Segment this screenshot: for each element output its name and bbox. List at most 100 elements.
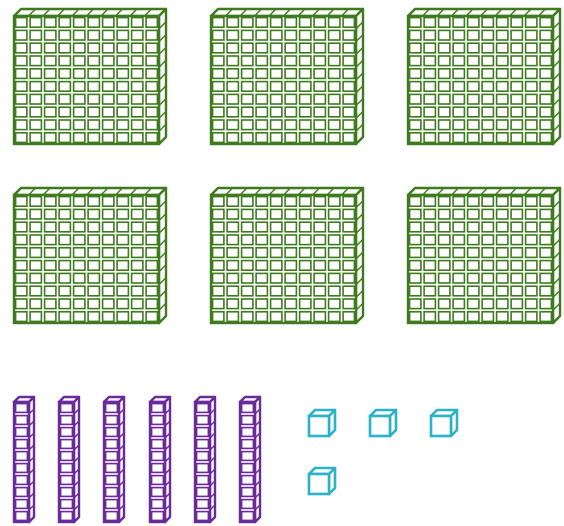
unit-cell xyxy=(540,18,551,28)
unit-cell xyxy=(468,18,479,28)
unit-cell xyxy=(152,416,164,425)
unit-cell xyxy=(213,120,224,130)
unit-cell xyxy=(197,452,209,461)
unit-cell xyxy=(314,30,325,40)
unit-cell xyxy=(497,133,508,143)
unit-cell xyxy=(103,312,114,322)
unit-cell xyxy=(59,43,70,53)
unit-cell xyxy=(439,69,450,79)
unit-cell xyxy=(526,107,537,117)
unit-cell xyxy=(242,197,253,207)
unit-cell xyxy=(117,69,128,79)
unit-cell xyxy=(30,120,41,130)
unit-cell xyxy=(511,120,522,130)
unit-cell xyxy=(146,69,157,79)
unit-cell xyxy=(256,56,267,66)
unit-cell xyxy=(45,94,56,104)
unit-cube xyxy=(309,468,335,494)
unit-cell xyxy=(314,69,325,79)
unit-cell xyxy=(213,94,224,104)
unit-cell xyxy=(197,404,209,413)
unit-cell xyxy=(540,312,551,322)
unit-cell xyxy=(59,286,70,296)
unit-cell xyxy=(329,120,340,130)
unit-cell xyxy=(540,299,551,309)
unit-cell xyxy=(213,248,224,258)
unit-cell xyxy=(285,30,296,40)
unit-cell xyxy=(74,18,85,28)
unit-cell xyxy=(343,18,354,28)
unit-cell xyxy=(526,69,537,79)
hundred-flat xyxy=(14,188,166,323)
unit-cell xyxy=(213,209,224,219)
unit-cell xyxy=(227,197,238,207)
unit-cell xyxy=(329,248,340,258)
unit-cell xyxy=(16,261,27,271)
unit-cell xyxy=(146,261,157,271)
unit-cell xyxy=(16,209,27,219)
unit-cell xyxy=(300,299,311,309)
unit-cell xyxy=(103,248,114,258)
unit-cell xyxy=(468,261,479,271)
unit-cell xyxy=(256,222,267,232)
front-face xyxy=(309,416,329,436)
unit-cell xyxy=(242,94,253,104)
unit-cell xyxy=(88,107,99,117)
unit-cell xyxy=(103,235,114,245)
unit-cell xyxy=(300,261,311,271)
unit-cell xyxy=(117,133,128,143)
unit-cell xyxy=(343,235,354,245)
unit-cell xyxy=(314,261,325,271)
unit-cell xyxy=(146,222,157,232)
unit-cell xyxy=(410,94,421,104)
unit-cell xyxy=(526,209,537,219)
unit-cell xyxy=(88,43,99,53)
unit-cell xyxy=(314,248,325,258)
unit-cell xyxy=(197,476,209,485)
unit-cell xyxy=(132,222,143,232)
unit-cell xyxy=(152,428,164,437)
unit-cell xyxy=(103,299,114,309)
unit-cell xyxy=(256,30,267,40)
unit-cell xyxy=(146,299,157,309)
unit-cell xyxy=(300,107,311,117)
unit-cell xyxy=(271,197,282,207)
hundred-flat xyxy=(211,9,363,144)
unit-cell xyxy=(497,248,508,258)
unit-cell xyxy=(300,82,311,92)
unit-cell xyxy=(242,30,253,40)
unit-cell xyxy=(511,82,522,92)
unit-cell xyxy=(468,82,479,92)
unit-cell xyxy=(16,428,28,437)
front-face xyxy=(370,416,390,436)
unit-cell xyxy=(16,235,27,245)
unit-cell xyxy=(152,512,164,521)
unit-cell xyxy=(227,286,238,296)
unit-cell xyxy=(453,299,464,309)
unit-cell xyxy=(242,312,253,322)
unit-cell xyxy=(410,299,421,309)
ten-rod xyxy=(195,397,215,522)
unit-cell xyxy=(526,43,537,53)
unit-cell xyxy=(74,30,85,40)
unit-cell xyxy=(227,261,238,271)
unit-cell xyxy=(271,235,282,245)
unit-cell xyxy=(146,94,157,104)
unit-cell xyxy=(410,261,421,271)
unit-cell xyxy=(74,82,85,92)
unit-cell xyxy=(285,94,296,104)
unit-cell xyxy=(74,197,85,207)
unit-cell xyxy=(511,43,522,53)
unit-cell xyxy=(227,56,238,66)
unit-cell xyxy=(152,500,164,509)
unit-cell xyxy=(146,133,157,143)
unit-cell xyxy=(197,512,209,521)
unit-cell xyxy=(132,56,143,66)
unit-cell xyxy=(300,286,311,296)
unit-cell xyxy=(45,82,56,92)
hundred-flat xyxy=(408,188,560,323)
unit-cell xyxy=(526,120,537,130)
unit-cell xyxy=(16,56,27,66)
unit-cell xyxy=(439,133,450,143)
